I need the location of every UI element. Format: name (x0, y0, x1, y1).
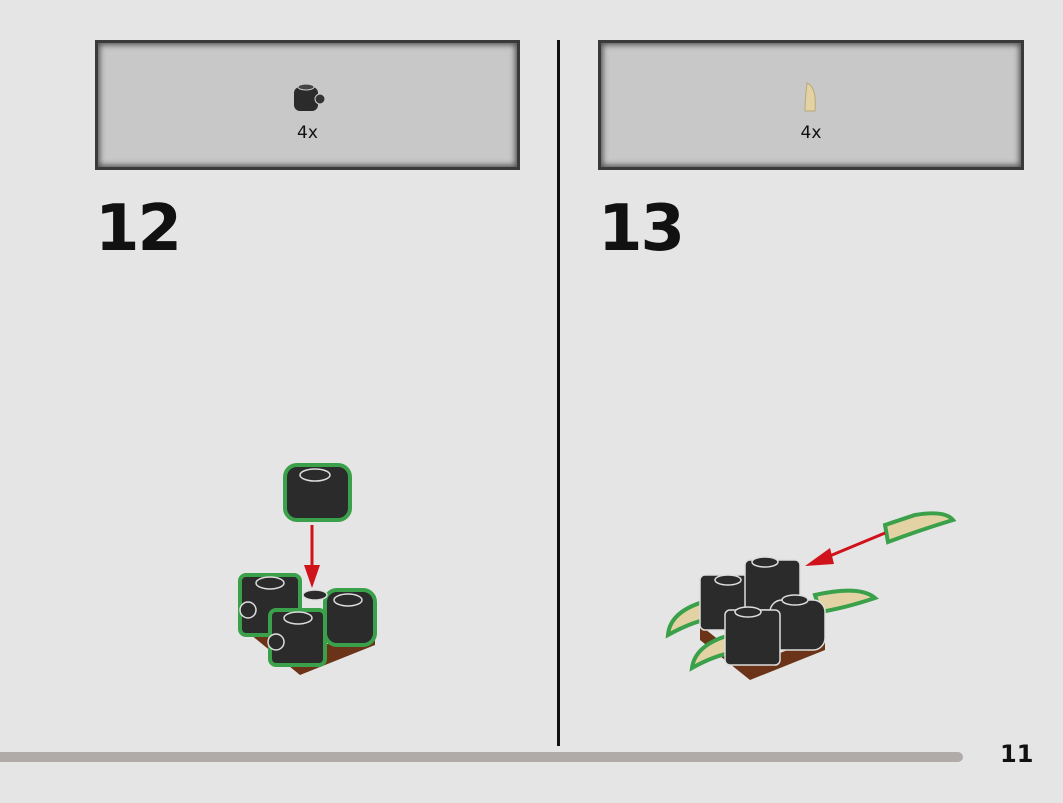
page-progress-bar (0, 752, 963, 762)
step-number: 13 (598, 192, 685, 266)
step-13-illustration (665, 511, 957, 680)
parts-callout-step-13: 4x (598, 40, 1024, 170)
round-brick-icon (293, 83, 325, 111)
page-number: 11 (1000, 740, 1034, 768)
step-divider (557, 40, 560, 746)
claw-icon (804, 82, 816, 112)
step-number: 12 (95, 192, 182, 266)
part-quantity: 4x (800, 123, 822, 143)
step-12-illustration (238, 463, 377, 675)
part-quantity: 4x (297, 123, 318, 143)
parts-callout-step-12: 4x (95, 40, 520, 170)
